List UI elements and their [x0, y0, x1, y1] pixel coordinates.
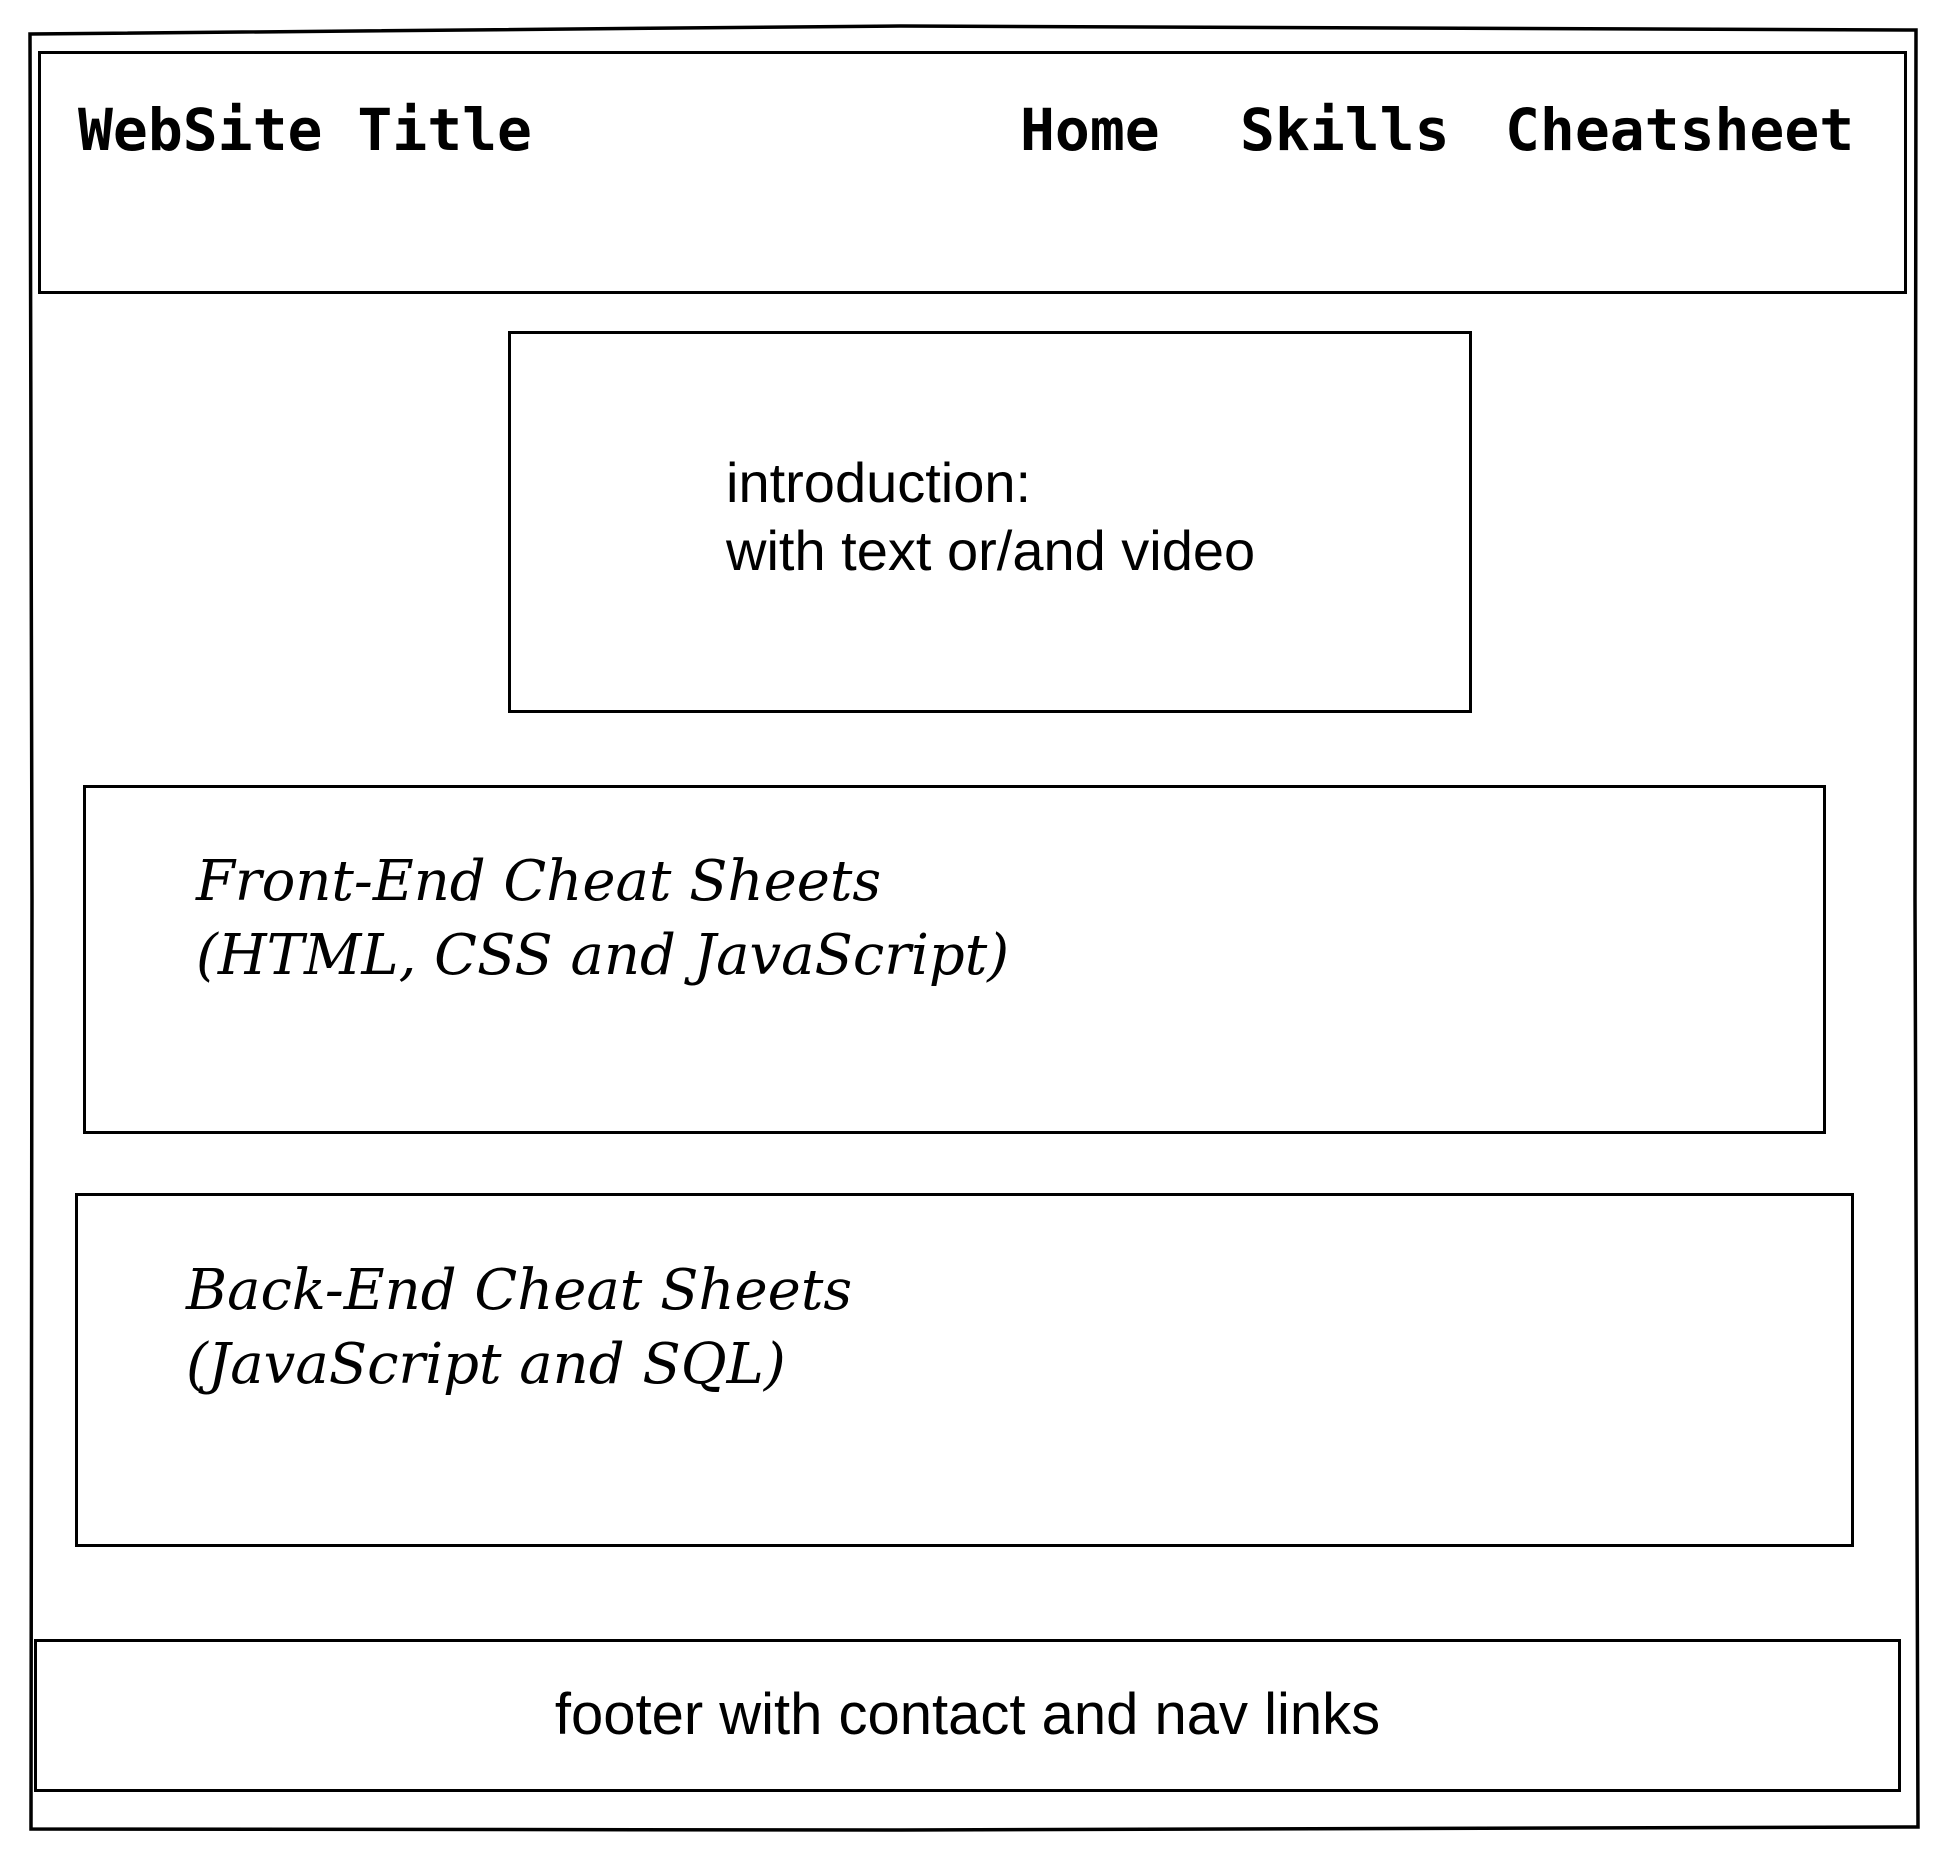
- nav-link-skills[interactable]: Skills: [1240, 96, 1450, 164]
- intro-box: [508, 331, 1472, 713]
- header-box: [38, 51, 1907, 294]
- frontend-line-1: Front-End Cheat Sheets: [196, 849, 882, 914]
- backend-cheatsheets-box[interactable]: [75, 1193, 1854, 1547]
- nav-link-home[interactable]: Home: [1020, 96, 1160, 164]
- frontend-line-2: (HTML, CSS and JavaScript): [196, 923, 1010, 988]
- intro-text: introduction: with text or/and video: [726, 449, 1255, 585]
- site-title[interactable]: WebSite Title: [78, 96, 532, 164]
- backend-line-2: (JavaScript and SQL): [186, 1332, 786, 1397]
- frontend-cheatsheets-text: Front-End Cheat Sheets (HTML, CSS and Ja…: [196, 845, 1009, 993]
- frontend-cheatsheets-box[interactable]: [83, 785, 1826, 1134]
- footer-text: footer with contact and nav links: [554, 1682, 1381, 1747]
- nav-link-cheatsheet[interactable]: Cheatsheet: [1505, 96, 1855, 164]
- intro-line-2: with text or/and video: [726, 519, 1256, 582]
- backend-cheatsheets-text: Back-End Cheat Sheets (JavaScript and SQ…: [186, 1254, 852, 1402]
- intro-line-1: introduction:: [726, 451, 1032, 514]
- footer-box: [34, 1639, 1901, 1792]
- backend-line-1: Back-End Cheat Sheets: [186, 1258, 853, 1323]
